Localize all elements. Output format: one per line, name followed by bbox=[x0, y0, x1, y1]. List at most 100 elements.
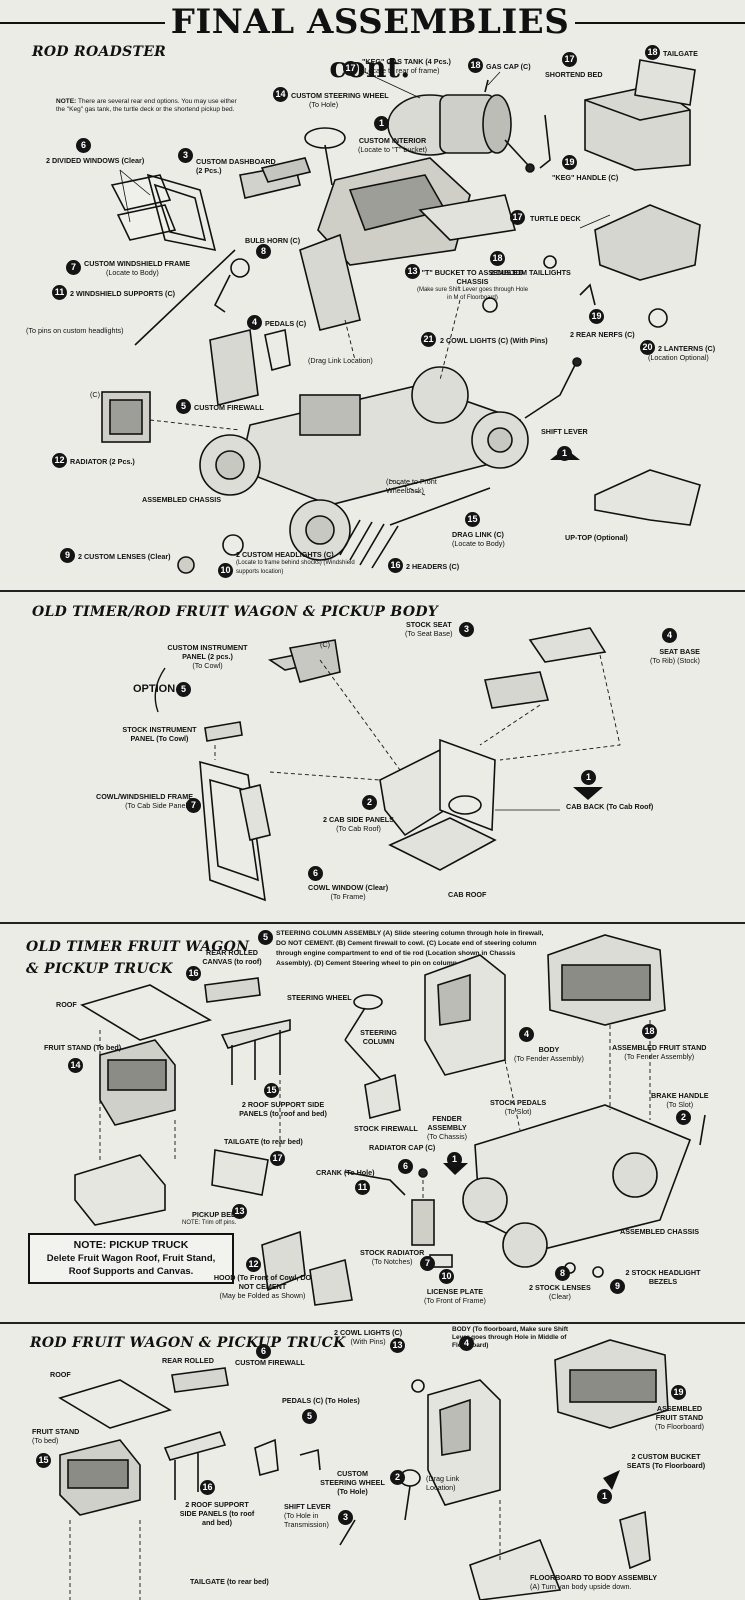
custom-firewall-label: CUSTOM FIREWALL bbox=[235, 1358, 305, 1367]
title-rule-left bbox=[0, 22, 165, 24]
cab-roof-label: CAB ROOF bbox=[448, 890, 487, 899]
step-number: 10 bbox=[218, 563, 233, 578]
cab-side-panels-label: 2 CAB SIDE PANELS(To Cab Roof) bbox=[323, 815, 394, 833]
step-number: 17 bbox=[343, 61, 358, 76]
step-number: 18 bbox=[468, 58, 483, 73]
step-number: 15 bbox=[465, 512, 480, 527]
step-number: 3 bbox=[338, 1510, 353, 1525]
shift-lever-label: SHIFT LEVER bbox=[541, 427, 588, 436]
step-number: 2 bbox=[676, 1110, 691, 1125]
step-number: 5 bbox=[258, 930, 273, 945]
stock-lenses-label: 2 STOCK LENSES(Clear) bbox=[529, 1283, 591, 1301]
steering-column-label: STEERING COLUMN bbox=[360, 1028, 397, 1046]
old-timer-truck-illustration bbox=[74, 934, 706, 1306]
step-number: 5 bbox=[176, 682, 191, 697]
roof-label: ROOF bbox=[56, 1000, 77, 1009]
old-timer-truck-heading: OLD TIMER FRUIT WAGON& PICKUP TRUCK bbox=[26, 939, 250, 977]
step-number: 7 bbox=[66, 260, 81, 275]
step-number: 6 bbox=[308, 866, 323, 881]
assembled-fruit-stand-label: ASSEMBLED FRUIT STAND(To Fender Assembly… bbox=[612, 1043, 707, 1061]
step-number: 19 bbox=[562, 155, 577, 170]
step-number: 2 bbox=[390, 1470, 405, 1485]
up-top-label: UP-TOP (Optional) bbox=[565, 533, 628, 542]
fender-assembly-label: FENDER ASSEMBLY(To Chassis) bbox=[427, 1114, 467, 1141]
option-label: OPTION bbox=[133, 683, 176, 695]
custom-taillights-label: 2 CUSTOM TAILLIGHTS bbox=[490, 268, 571, 277]
step-number: 5 bbox=[176, 399, 191, 414]
custom-dashboard-label: CUSTOM DASHBOARD (2 Pcs.) bbox=[196, 157, 276, 175]
stock-radiator-label: STOCK RADIATOR(To Notches) bbox=[360, 1248, 425, 1266]
drag-link-label: DRAG LINK (C)(Locate to Body) bbox=[452, 530, 505, 548]
pedals-label: PEDALS (C) bbox=[265, 319, 307, 328]
step-number: 1 bbox=[447, 1152, 462, 1167]
step-number: 18 bbox=[645, 45, 660, 60]
rear-nerfs-label: 2 REAR NERFS (C) bbox=[570, 330, 635, 339]
custom-bucket-seats-label: 2 CUSTOM BUCKET SEATS (To Floorboard) bbox=[626, 1452, 706, 1470]
step-number: 17 bbox=[510, 210, 525, 225]
step-number: 1 bbox=[597, 1489, 612, 1504]
cowl-window-label: COWL WINDOW (Clear)(To Frame) bbox=[308, 883, 389, 901]
crank-label: CRANK (To Hole) bbox=[316, 1168, 375, 1177]
divided-windows-label: 2 DIVIDED WINDOWS (Clear) bbox=[46, 156, 145, 165]
radiator-label: RADIATOR (2 Pcs.) bbox=[70, 457, 135, 466]
custom-steering-wheel-label: CUSTOM STEERING WHEEL (To Hole) bbox=[320, 1469, 385, 1496]
shortend-bed-label: SHORTEND BED bbox=[545, 70, 603, 79]
step-number: 18 bbox=[490, 251, 505, 266]
bulb-horn-label: BULB HORN (C) bbox=[245, 236, 301, 245]
fruit-stand-label: FRUIT STAND(To bed) bbox=[32, 1427, 80, 1445]
page-title: FINAL ASSEMBLIES cont. bbox=[170, 2, 570, 84]
fruit-stand-label: FRUIT STAND (To bed) bbox=[44, 1043, 122, 1052]
license-plate-label: LICENSE PLATE(To Front of Frame) bbox=[424, 1287, 486, 1305]
step-number: 11 bbox=[355, 1180, 370, 1195]
custom-windshield-frame-label: CUSTOM WINDSHIELD FRAME(Locate to Body) bbox=[84, 259, 191, 277]
stock-instrument-panel-label: STOCK INSTRUMENT PANEL (To Cowl) bbox=[122, 725, 197, 743]
old-timer-body-heading: OLD TIMER/ROD FRUIT WAGON & PICKUP BODY bbox=[32, 604, 439, 620]
section-divider bbox=[0, 1322, 745, 1324]
step-number: 13 bbox=[405, 264, 420, 279]
step-number: 10 bbox=[439, 1269, 454, 1284]
rear-end-note: NOTE: There are several rear end options… bbox=[56, 98, 237, 113]
windshield-supports-label: 2 WINDSHIELD SUPPORTS (C) bbox=[70, 289, 176, 298]
seat-base-label: SEAT BASE(To Rib) (Stock) bbox=[650, 647, 700, 665]
roof-label: ROOF bbox=[50, 1370, 71, 1379]
step-number: 16 bbox=[186, 966, 201, 981]
cowl-lights-label: 2 COWL LIGHTS (C)(With Pins) bbox=[334, 1328, 403, 1346]
cowl-windshield-frame-label: COWL/WINDSHIELD FRAME(To Cab Side Panels… bbox=[96, 792, 194, 810]
step-number: 1 bbox=[374, 116, 389, 131]
assembled-fruit-stand-label: ASSEMBLED FRUIT STAND(To Floorboard) bbox=[654, 1404, 705, 1431]
step-number: 4 bbox=[459, 1336, 474, 1351]
body-label: BODY(To Fender Assembly) bbox=[514, 1045, 584, 1063]
rear-rolled-label: REAR ROLLED bbox=[162, 1356, 214, 1365]
step-number: 9 bbox=[60, 548, 75, 563]
steering-column-instructions: STEERING COLUMN ASSEMBLY (A) Slide steer… bbox=[276, 930, 544, 967]
step-number: 18 bbox=[642, 1024, 657, 1039]
pickup-truck-note: NOTE: PICKUP TRUCK Delete Fruit Wagon Ro… bbox=[28, 1233, 234, 1284]
step-number: 14 bbox=[273, 87, 288, 102]
t-bucket-label: "T" BUCKET TO ASSEMBLED CHASSIS(Make sur… bbox=[416, 268, 529, 301]
front-wheelback-note: (Locate to Front Wheelback) bbox=[386, 477, 437, 495]
pedals-label: PEDALS (C) (To Holes) bbox=[282, 1396, 360, 1405]
step-number: 15 bbox=[36, 1453, 51, 1468]
step-number: 8 bbox=[256, 244, 271, 259]
roof-support-panels-label: 2 ROOF SUPPORT SIDE PANELS (to roof and … bbox=[179, 1500, 255, 1527]
step-number: 4 bbox=[519, 1027, 534, 1042]
custom-interior-label: CUSTOM INTERIOR(Locate to "T" bucket) bbox=[357, 136, 428, 154]
section-divider bbox=[0, 922, 745, 924]
c-marker: (C) bbox=[90, 390, 100, 399]
step-number: 1 bbox=[581, 770, 596, 785]
step-number: 16 bbox=[200, 1480, 215, 1495]
custom-headlights-label: 2 CUSTOM HEADLIGHTS (C)(Locate to frame … bbox=[236, 550, 355, 575]
custom-steering-wheel-label: CUSTOM STEERING WHEEL(To Hole) bbox=[291, 91, 389, 109]
custom-instrument-panel-label: CUSTOM INSTRUMENT PANEL (2 pcs.)(To Cowl… bbox=[167, 643, 248, 670]
cab-back-label: CAB BACK (To Cab Roof) bbox=[566, 802, 654, 811]
headlight-pins-note: (To pins on custom headlights) bbox=[26, 326, 124, 335]
stock-pedals-label: STOCK PEDALS(To Slot) bbox=[490, 1098, 547, 1116]
step-number: 13 bbox=[232, 1204, 247, 1219]
step-number: 6 bbox=[398, 1159, 413, 1174]
step-number: 5 bbox=[302, 1409, 317, 1424]
steering-wheel-label: STEERING WHEEL bbox=[287, 993, 352, 1002]
step-number: 8 bbox=[555, 1266, 570, 1281]
cowl-lights-label: 2 COWL LIGHTS (C) (With Pins) bbox=[440, 336, 548, 345]
